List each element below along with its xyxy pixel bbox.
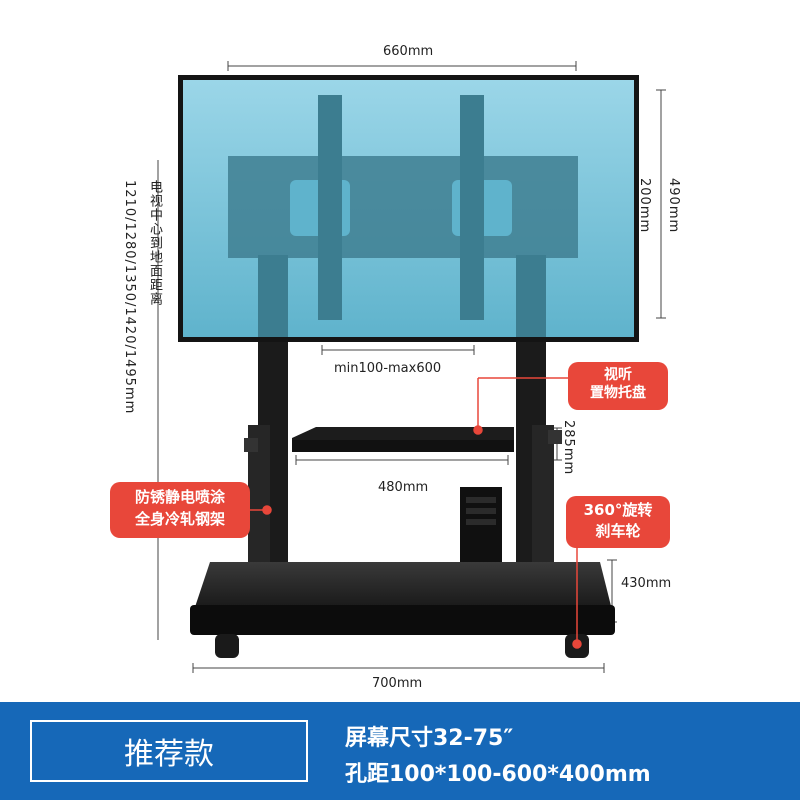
stand-base	[190, 562, 615, 658]
label-hole-range: min100-max600	[334, 361, 442, 376]
label-screen-height: 490mm	[666, 178, 681, 234]
callout-steel-frame: 防锈静电喷涂 全身冷轧钢架	[110, 482, 250, 538]
av-tray	[292, 427, 514, 452]
spec-hole-distance: 孔距100*100-600*400mm	[345, 762, 651, 787]
spec-screen-size: 屏幕尺寸32-75″	[345, 726, 514, 751]
dimension-lines	[157, 61, 666, 673]
recommended-badge: 推荐款	[30, 720, 308, 782]
label-base-width: 700mm	[372, 676, 423, 691]
tv-stand-illustration	[157, 61, 666, 673]
label-center-height-values: 1210/1280/1350/1420/1495mm	[122, 180, 137, 415]
label-base-depth: 430mm	[621, 576, 672, 591]
callout-av-tray: 视听 置物托盘	[568, 362, 668, 410]
label-tray-width: 480mm	[378, 480, 429, 495]
label-screen-width: 660mm	[383, 44, 434, 59]
product-diagram: 660mm 490mm 200mm min100-max600 480mm 28…	[110, 44, 681, 691]
spec-banner: 推荐款 屏幕尺寸32-75″ 孔距100*100-600*400mm	[0, 702, 800, 800]
label-tray-height: 285mm	[561, 420, 576, 476]
callout-pointers	[250, 377, 582, 649]
callout-wheels: 360°旋转 刹车轮	[566, 496, 670, 548]
label-center-height: 电视中心到地面距离	[147, 180, 162, 306]
label-bracket-height: 200mm	[637, 178, 652, 234]
tv-screen	[178, 75, 639, 342]
